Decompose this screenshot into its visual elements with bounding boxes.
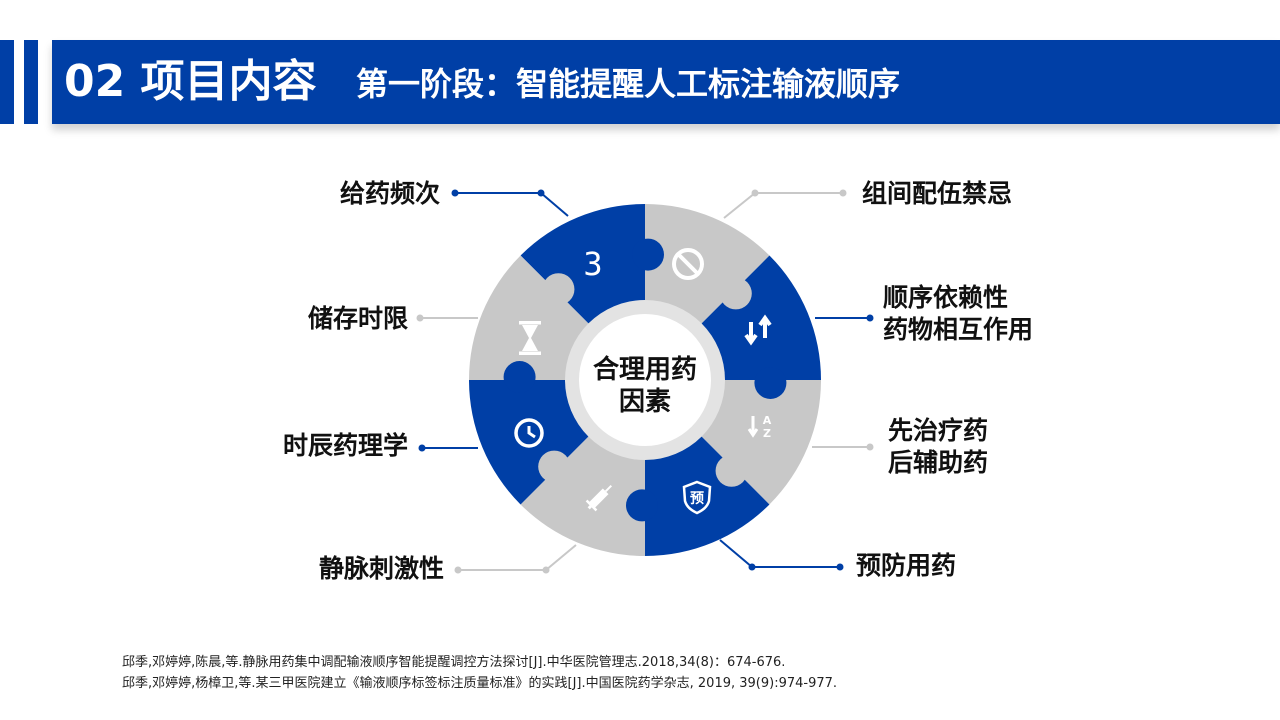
connector-dot: [751, 189, 759, 197]
puzzle-tab: [542, 273, 575, 306]
segment-venous-irritation: [520, 422, 645, 556]
shield-yu-icon: 预: [682, 480, 712, 515]
syringe-icon: [585, 484, 613, 512]
label-storage-limit: 储存时限: [307, 304, 408, 333]
puzzle-tab: [719, 277, 752, 310]
hourglass-icon: [519, 321, 541, 355]
connector-dot: [748, 563, 756, 571]
puzzle-tab: [754, 366, 787, 399]
connector-dot: [416, 314, 424, 322]
header-bar: 02 项目内容 第一阶段：智能提醒人工标注输液顺序: [52, 40, 1280, 124]
segment-icons: 3AZ 预: [514, 245, 772, 515]
segment-treatment-first: [687, 380, 821, 505]
puzzle-tab: [631, 238, 664, 271]
swap-arrows-icon: [744, 314, 772, 346]
label-prophylaxis: 预防用药: [856, 551, 957, 580]
connector-lines: [416, 189, 874, 574]
connector-dot: [866, 443, 874, 451]
label-treatment-first: 先治疗药 后辅助药: [888, 416, 989, 477]
connector-line: [719, 539, 840, 568]
reference-2: 邱季,邓婷婷,杨樟卫,等.某三甲医院建立《输液顺序标签标注质量标准》的实践[J]…: [122, 676, 838, 691]
clock-icon: [514, 418, 544, 448]
center-disk: [579, 314, 711, 446]
puzzle-tab: [715, 454, 748, 487]
puzzle-tab: [626, 489, 659, 522]
references: 邱季,邓婷婷,陈晨,等.静脉用药集中调配输液顺序智能提醒调控方法探讨[J].中华…: [122, 652, 837, 694]
connector-dot: [454, 566, 462, 574]
connector-dot: [839, 189, 847, 197]
segment-prophylaxis: [645, 422, 770, 556]
label-incompatibility: 组间配伍禁忌: [862, 179, 1013, 208]
wheel-segments: [469, 204, 821, 556]
puzzle-tab: [538, 450, 571, 483]
segment-dosing-frequency: [520, 204, 645, 338]
page-title: 02 项目内容: [64, 56, 317, 107]
puzzle-tab: [503, 361, 536, 394]
svg-text:预: 预: [690, 491, 704, 507]
prohibited-icon: [672, 248, 704, 280]
label-sequence-dependency: 顺序依赖性 药物相互作用: [883, 283, 1034, 344]
reference-1: 邱季,邓婷婷,陈晨,等.静脉用药集中调配输液顺序智能提醒调控方法探讨[J].中华…: [122, 655, 786, 670]
sort-az-icon: AZ: [747, 414, 772, 440]
svg-text:Z: Z: [763, 427, 771, 440]
segment-sequence-dependency: [687, 255, 821, 380]
header-stripe-1: [0, 40, 14, 124]
segment-incompatibility: [645, 204, 770, 338]
page-subtitle: 第一阶段：智能提醒人工标注输液顺序: [356, 65, 901, 103]
digit-3-icon: 3: [583, 245, 602, 283]
connector-line: [723, 192, 843, 219]
connector-dot: [866, 314, 874, 322]
connector-dot: [542, 566, 550, 574]
connector-dot: [537, 189, 545, 197]
header-stripe-2: [24, 40, 38, 124]
segment-storage-limit: [469, 255, 603, 380]
svg-text:A: A: [763, 414, 772, 427]
svg-text:3: 3: [583, 245, 602, 283]
connector-line: [458, 544, 577, 571]
connector-dot: [451, 189, 459, 197]
center-text: 合理用药 因素: [592, 355, 697, 417]
label-dosing-frequency: 给药频次: [339, 179, 440, 208]
label-chronopharmacology: 时辰药理学: [282, 431, 408, 460]
label-venous-irritation: 静脉刺激性: [318, 554, 444, 583]
connector-dot: [836, 563, 844, 571]
connector-dot: [418, 444, 426, 452]
connector-line: [455, 192, 569, 217]
